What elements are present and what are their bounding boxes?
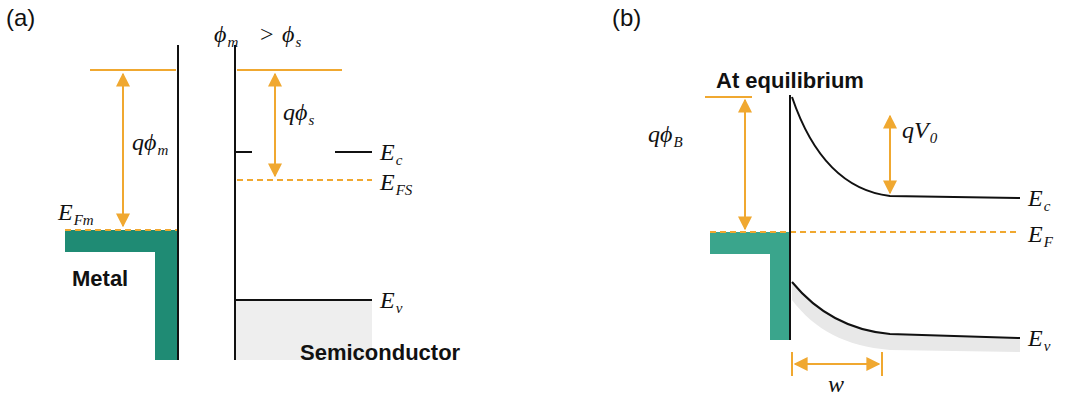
subscript: F xyxy=(1044,235,1053,250)
symbol: ϕ xyxy=(282,22,294,46)
energy-label: qϕ xyxy=(132,130,156,154)
subscript: s xyxy=(295,35,301,50)
semiconductor-surface xyxy=(234,45,236,360)
region-label: Metal xyxy=(72,268,128,290)
band-label: E xyxy=(380,170,395,194)
energy-label: qϕ xyxy=(283,100,307,124)
subscript: c xyxy=(396,153,403,168)
panel-letter: (a) xyxy=(6,6,35,30)
subscript: Fm xyxy=(74,213,94,228)
metal-band xyxy=(770,232,790,340)
subscript: v xyxy=(1044,339,1051,354)
subscript: 0 xyxy=(930,131,938,146)
energy-label: qV xyxy=(902,118,929,142)
barrier-arrow xyxy=(744,100,746,229)
valence-band xyxy=(792,282,1020,338)
fermi-level xyxy=(65,229,178,231)
work-function-arrow xyxy=(122,74,124,226)
region-label: Semiconductor xyxy=(300,342,460,364)
fermi-level xyxy=(237,179,372,181)
subscript: m xyxy=(227,35,238,50)
conduction-band xyxy=(335,151,372,153)
interface xyxy=(789,95,791,340)
band-label: E xyxy=(1028,222,1043,246)
band-label: E xyxy=(58,200,73,224)
subscript: s xyxy=(308,113,314,128)
subscript: FS xyxy=(396,183,413,198)
barrier-tick xyxy=(705,96,752,98)
subscript: m xyxy=(157,143,168,158)
metal-surface xyxy=(177,45,179,360)
built-in-arrow xyxy=(889,116,891,193)
panel-letter: (b) xyxy=(612,6,641,30)
conduction-band xyxy=(792,97,1020,198)
panel-heading: At equilibrium xyxy=(716,70,864,92)
vacuum-level xyxy=(90,69,176,71)
symbol: ϕ xyxy=(214,22,226,46)
vacuum-level xyxy=(237,69,342,71)
width-tick xyxy=(791,352,793,376)
band-label: E xyxy=(1028,186,1043,210)
width-arrow xyxy=(795,363,879,365)
energy-label: qϕ xyxy=(648,122,672,146)
fermi-level xyxy=(710,231,1020,233)
subscript: c xyxy=(1044,199,1051,214)
width-tick xyxy=(881,352,883,376)
metal-band xyxy=(155,230,178,360)
valence-band xyxy=(235,299,372,301)
band-label: E xyxy=(1028,326,1043,350)
band-label: E xyxy=(380,140,395,164)
work-function-arrow xyxy=(274,74,276,176)
valence-fill xyxy=(792,282,1020,352)
symbol: > xyxy=(260,22,274,46)
width-label: w xyxy=(828,372,844,396)
subscript: B xyxy=(673,135,682,150)
conduction-band xyxy=(235,151,252,153)
band-label: E xyxy=(380,288,395,312)
subscript: v xyxy=(396,301,403,316)
